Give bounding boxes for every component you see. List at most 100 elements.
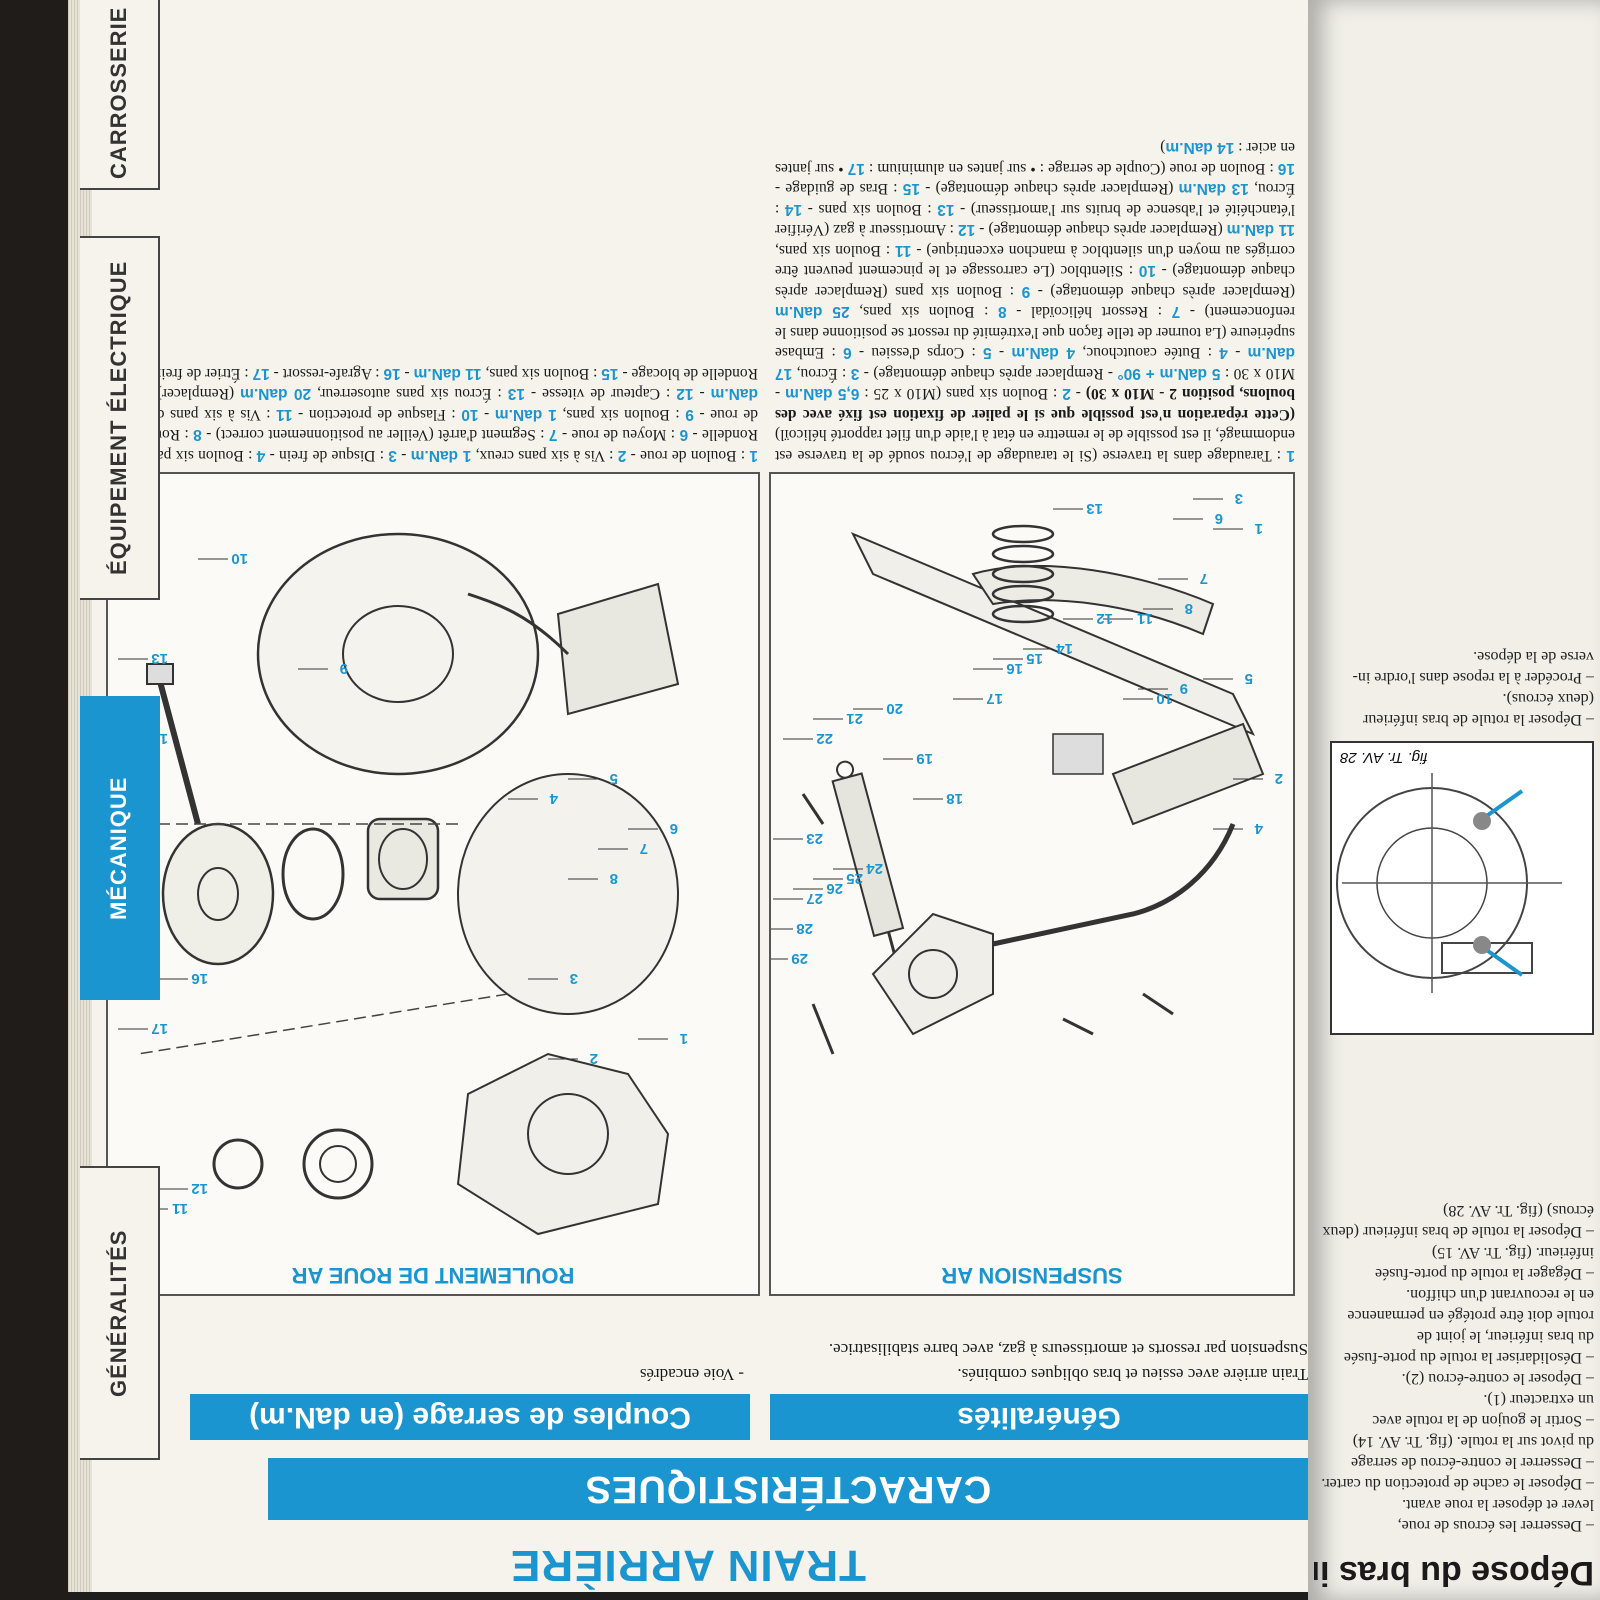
legend-torque: 25 daN.m [774, 303, 850, 321]
left-page-text-bottom: – Déposer la rotule de bras inférieur(de… [1312, 646, 1594, 730]
left-page-line: – Déposer le cache de protection du cart… [1321, 1475, 1594, 1492]
left-page-line: du pivot sur la rotule. (fig. Tr. AV. 14… [1352, 1433, 1594, 1450]
legend-number: 12 [957, 221, 976, 239]
callout-number: 18 [946, 790, 963, 807]
left-page-line: écrous) (fig. Tr. AV. 28) [1443, 1202, 1594, 1219]
legend-number: 1 [749, 447, 758, 464]
callout-number: 16 [191, 970, 208, 987]
legend-number: 6 [842, 344, 852, 362]
callout-number: 2 [590, 1050, 598, 1067]
legend-number: 7 [548, 426, 558, 444]
legend-text: : Taraudage dans la traverse (Si le tara… [775, 426, 1295, 465]
section-tab[interactable]: CARROSSERIE [80, 0, 160, 190]
section-tab-label: ÉQUIPEMENT ÉLECTRIQUE [106, 260, 131, 576]
legend-torque: 11 daN.m [1226, 221, 1295, 239]
callout-number: 22 [816, 730, 833, 747]
callout-number: 4 [549, 790, 558, 807]
callout-number: 5 [1245, 670, 1253, 687]
legend-text: : Boulon six pans - [802, 201, 938, 218]
legend-number: 4 [1219, 344, 1228, 362]
section-tab[interactable]: MÉCANIQUE [80, 696, 160, 1000]
left-page-line: en le recouvrant d'un chiffon. [1406, 1286, 1594, 1303]
legend-text: : Écrou, [792, 365, 851, 382]
legend-number: 10 [461, 406, 479, 423]
left-page-line: – Desserrer les écrous de roue, [1397, 1517, 1594, 1534]
callout-number: 10 [1156, 690, 1173, 707]
legend-number: 3 [850, 365, 860, 382]
left-page-line: rotule doit être protégé en permanence [1347, 1307, 1594, 1324]
legend-number: 2 [617, 447, 627, 464]
legend-text: - [1227, 344, 1248, 362]
left-page-line: un extracteur (1). [1483, 1391, 1594, 1408]
legend-text: (Remplacer après chaque démontage) - [1030, 283, 1295, 300]
left-page-line: – Déposer la rotule de bras inférieur [1362, 711, 1594, 728]
generalites-column: Généralités Train arrière avec essieu et… [770, 1336, 1308, 1440]
legend-number: 17 [252, 365, 270, 382]
legend-text: : Moyeu de roue - [557, 426, 680, 444]
legend-text: - [1070, 385, 1086, 403]
legend-text: : Étrier de frein [153, 365, 253, 382]
legend-text: : Flasque de protection - [292, 406, 462, 423]
legend-number: 13 [507, 385, 526, 403]
legend-text: ) [1160, 139, 1166, 157]
legend-number: 16 [383, 365, 401, 382]
section-tab[interactable]: GÉNÉRALITÉS [80, 1166, 160, 1460]
generalites-paragraph: Suspension par ressorts et amortisseurs … [828, 1340, 1308, 1359]
callout-number: 3 [1235, 490, 1243, 507]
callout-number: 8 [1185, 600, 1193, 617]
ball-joint-illustration [1336, 773, 1562, 993]
callout-number: 6 [670, 820, 678, 837]
left-page-line: – Déposer le contre-écrou (2). [1401, 1370, 1594, 1387]
legend-number: 8 [193, 426, 202, 444]
callout-number: 21 [846, 710, 863, 727]
roulement-diagram-panel: ROULEMENT DE ROUE AR [106, 472, 760, 1296]
legend-text: (Remplacer après chaque démontage) - [919, 180, 1179, 198]
legend-torque: 1 daN.m [410, 447, 472, 464]
left-page-line: – Désolidariser la rotule du porte-fusée [1343, 1349, 1594, 1366]
callout-number: 27 [806, 890, 823, 907]
callout-number: 11 [1137, 610, 1153, 627]
callout-number: 1 [680, 1030, 688, 1047]
legend-torque: 1 daN.m [494, 406, 557, 423]
left-page-line: – Procéder à la repose dans l'ordre in- [1352, 669, 1594, 686]
legend-text: : Capteur de vitesse - [525, 385, 677, 403]
legend-torque: 4 daN.m [1011, 344, 1076, 362]
legend-number: 12 [676, 385, 694, 403]
callout-number: 15 [1026, 650, 1043, 667]
legend-text: : Boulon six pans, [481, 365, 602, 382]
legend-number: 6 [679, 426, 689, 444]
callout-number: 9 [1180, 680, 1188, 697]
legend-torque: 14 daN.m [1165, 139, 1235, 157]
legend-text: : Écrou six pans autoserreur, [311, 385, 508, 403]
callout-number: 28 [796, 920, 813, 937]
legend-text: : Boulon six pans (M10 x 25 : [859, 385, 1063, 403]
section-tab[interactable]: ÉQUIPEMENT ÉLECTRIQUE [80, 236, 160, 600]
callout-number: 23 [806, 830, 823, 847]
caracteristiques-band: CARACTÉRISTIQUES [268, 1458, 1308, 1520]
callout-number: 13 [1086, 500, 1103, 517]
legend-text: : Segment d'arrêt (Veiller au positionne… [201, 426, 549, 444]
legend-text: - [478, 406, 495, 423]
callout-number: 13 [151, 650, 168, 667]
callout-number: 17 [151, 1020, 168, 1037]
suspension-diagram-panel: SUSPENSION AR [769, 472, 1295, 1296]
legend-number: 15 [601, 365, 619, 382]
callout-number: 20 [886, 700, 903, 717]
left-facing-page: Dépose du bras inférieur – Desserrer les… [1308, 0, 1600, 1600]
legend-text: : Disque de frein - [265, 447, 389, 464]
legend-text: - [400, 365, 414, 382]
left-page-line: du bras inférieur, le joint de [1416, 1328, 1594, 1345]
legend-number: 13 [937, 201, 955, 218]
section-tab-label: MÉCANIQUE [106, 776, 131, 920]
suspension-diagram: 1234567891011121314151617181920212223242… [771, 490, 1283, 1055]
legend-number: 7 [1171, 303, 1181, 321]
legend-number: 3 [388, 447, 397, 464]
callout-number: 24 [866, 860, 883, 877]
callout-number: 16 [1006, 660, 1023, 677]
generalites-heading: Généralités [770, 1394, 1308, 1440]
legend-torque: 17 [847, 160, 865, 177]
left-page-line: – Sortir le goujon de la rotule avec [1372, 1412, 1594, 1429]
callout-number: 14 [1056, 640, 1073, 657]
legend-number: 11 [276, 406, 293, 423]
